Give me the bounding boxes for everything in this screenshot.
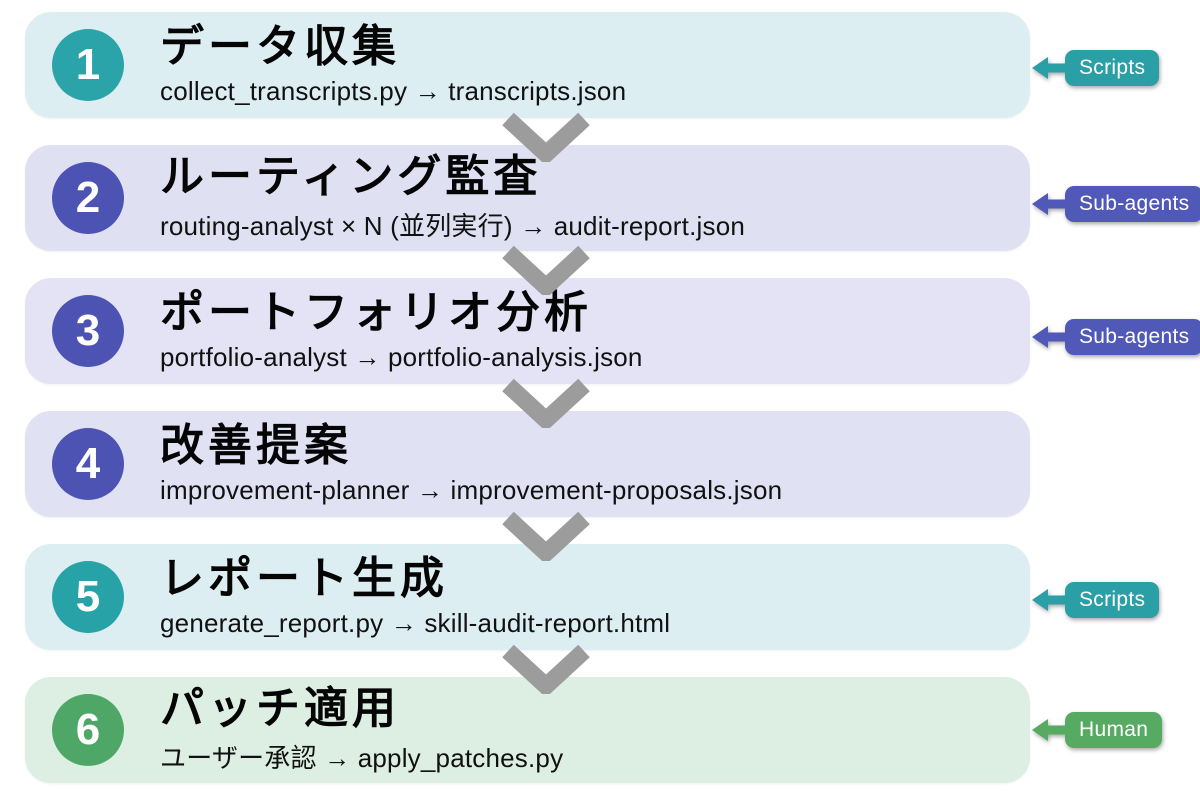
step-number-badge: 4 <box>52 428 124 500</box>
chevron-down-icon <box>502 511 590 561</box>
step-subtitle: collect_transcripts.py → transcripts.jso… <box>160 75 627 106</box>
step-number-badge: 2 <box>52 162 124 234</box>
step-subtitle: ユーザー承認 → apply_patches.py <box>160 742 564 773</box>
step-number-badge: 3 <box>52 295 124 367</box>
tag-scripts-step-1: Scripts <box>1032 50 1160 86</box>
chevron-down-icon <box>502 112 590 162</box>
step-title: レポート生成 <box>160 554 448 604</box>
step-number-badge: 6 <box>52 694 124 766</box>
tag-label: Sub-agents <box>1065 186 1200 222</box>
step-subtitle: routing-analyst × N (並列実行) → audit-repor… <box>160 210 746 241</box>
tag-sub-agents-step-3: Sub-agents <box>1032 319 1200 355</box>
step-text-block: データ収集 collect_transcripts.py → transcrip… <box>160 22 627 106</box>
step-number-badge: 5 <box>52 561 124 633</box>
step-number-badge: 1 <box>52 29 124 101</box>
tag-human-step-6: Human <box>1032 712 1163 748</box>
step-title: ポートフォリオ分析 <box>160 288 592 338</box>
arrow-left-icon <box>1032 326 1066 348</box>
step-subtitle: improvement-planner → improvement-propos… <box>160 474 783 505</box>
step-title: パッチ適用 <box>160 684 400 734</box>
tag-sub-agents-step-2: Sub-agents <box>1032 186 1200 222</box>
step-row-6: 6 パッチ適用 ユーザー承認 → apply_patches.py <box>25 677 1030 783</box>
step-text-block: 改善提案 improvement-planner → improvement-p… <box>160 421 783 505</box>
tag-label: Scripts <box>1065 50 1160 86</box>
chevron-down-icon <box>502 378 590 428</box>
arrow-left-icon <box>1032 57 1066 79</box>
tag-scripts-step-5: Scripts <box>1032 582 1160 618</box>
tag-label: Scripts <box>1065 582 1160 618</box>
step-text-block: レポート生成 generate_report.py → skill-audit-… <box>160 554 671 638</box>
step-row-4: 4 改善提案 improvement-planner → improvement… <box>25 411 1030 517</box>
tag-label: Human <box>1065 712 1163 748</box>
step-text-block: ルーティング監査 routing-analyst × N (並列実行) → au… <box>160 152 746 242</box>
step-text-block: ポートフォリオ分析 portfolio-analyst → portfolio-… <box>160 288 643 372</box>
arrow-left-icon <box>1032 193 1066 215</box>
step-title: データ収集 <box>160 22 400 72</box>
step-title: 改善提案 <box>160 421 352 471</box>
step-row-5: 5 レポート生成 generate_report.py → skill-audi… <box>25 544 1030 650</box>
step-row-3: 3 ポートフォリオ分析 portfolio-analyst → portfoli… <box>25 278 1030 384</box>
step-row-1: 1 データ収集 collect_transcripts.py → transcr… <box>25 12 1030 118</box>
arrow-left-icon <box>1032 589 1066 611</box>
arrow-left-icon <box>1032 719 1066 741</box>
tag-label: Sub-agents <box>1065 319 1200 355</box>
step-subtitle: generate_report.py → skill-audit-report.… <box>160 607 671 638</box>
step-title: ルーティング監査 <box>160 152 542 202</box>
chevron-down-icon <box>502 245 590 295</box>
step-subtitle: portfolio-analyst → portfolio-analysis.j… <box>160 341 643 372</box>
step-text-block: パッチ適用 ユーザー承認 → apply_patches.py <box>160 684 564 774</box>
step-row-2: 2 ルーティング監査 routing-analyst × N (並列実行) → … <box>25 145 1030 251</box>
chevron-down-icon <box>502 644 590 694</box>
